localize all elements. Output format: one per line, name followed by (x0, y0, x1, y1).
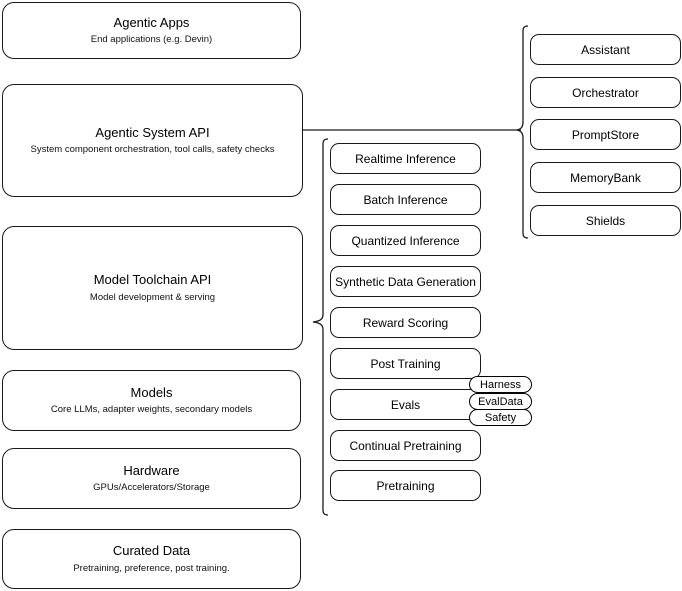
layer-title: Models (130, 384, 173, 400)
layer-subtitle: GPUs/Accelerators/Storage (93, 482, 210, 494)
toolchain-item-pretraining[interactable]: Pretraining (330, 470, 481, 501)
toolchain-item-batch-inference[interactable]: Batch Inference (330, 184, 481, 215)
agentic-system-bracket (516, 25, 529, 239)
toolchain-item-synthetic-data-generation[interactable]: Synthetic Data Generation (330, 266, 481, 297)
system-item-shields[interactable]: Shields (530, 205, 681, 236)
evals-badge-harness[interactable]: Harness (469, 376, 532, 393)
layer-title: Model Toolchain API (93, 272, 212, 288)
toolchain-item-evals[interactable]: Evals (330, 389, 481, 420)
evals-badge-safety[interactable]: Safety (469, 409, 532, 426)
layer-hardware[interactable]: Hardware GPUs/Accelerators/Storage (2, 448, 301, 509)
toolchain-item-post-training[interactable]: Post Training (330, 348, 481, 379)
layer-subtitle: End applications (e.g. Devin) (90, 34, 213, 46)
layer-agentic-system-api[interactable]: Agentic System API System component orch… (2, 84, 303, 197)
layer-subtitle: Model development & serving (89, 291, 216, 303)
system-item-promptstore[interactable]: PromptStore (530, 119, 681, 150)
toolchain-item-quantized-inference[interactable]: Quantized Inference (330, 225, 481, 256)
layer-title: Hardware (123, 462, 180, 478)
layer-title: Agentic System API (95, 124, 210, 140)
layer-title: Curated Data (112, 543, 191, 559)
layer-subtitle: Pretraining, preference, post training. (73, 562, 230, 574)
layer-title: Agentic Apps (113, 14, 190, 30)
toolchain-item-reward-scoring[interactable]: Reward Scoring (330, 307, 481, 338)
system-item-memorybank[interactable]: MemoryBank (530, 162, 681, 193)
system-item-orchestrator[interactable]: Orchestrator (530, 77, 681, 108)
toolchain-item-continual-pretraining[interactable]: Continual Pretraining (330, 430, 481, 461)
layer-agentic-apps[interactable]: Agentic Apps End applications (e.g. Devi… (2, 2, 301, 59)
model-toolchain-bracket (312, 138, 329, 516)
layer-subtitle: System component orchestration, tool cal… (30, 144, 275, 156)
layer-subtitle: Core LLMs, adapter weights, secondary mo… (50, 404, 253, 416)
toolchain-item-realtime-inference[interactable]: Realtime Inference (330, 143, 481, 174)
layer-models[interactable]: Models Core LLMs, adapter weights, secon… (2, 370, 301, 431)
evals-badge-evaldata[interactable]: EvalData (469, 393, 532, 410)
layer-model-toolchain-api[interactable]: Model Toolchain API Model development & … (2, 226, 303, 350)
system-item-assistant[interactable]: Assistant (530, 34, 681, 65)
layer-curated-data[interactable]: Curated Data Pretraining, preference, po… (2, 529, 301, 589)
